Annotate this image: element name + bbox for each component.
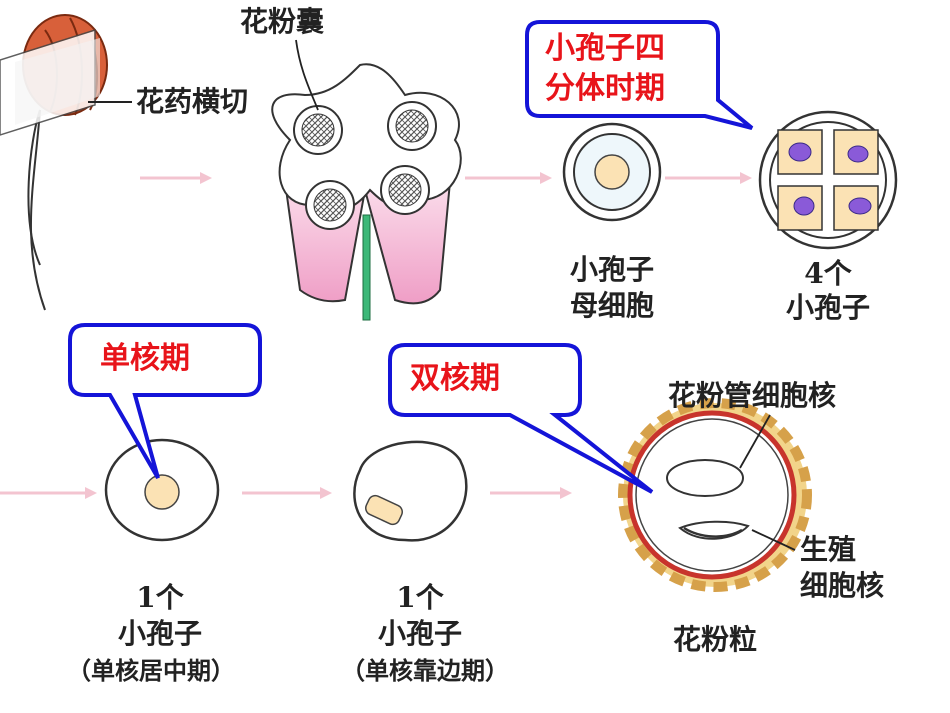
leader-line bbox=[739, 414, 771, 469]
callout-tetrad-text-line2: 分体时期 bbox=[545, 71, 665, 106]
flower-bud-icon bbox=[0, 14, 132, 311]
flow-arrows bbox=[0, 172, 752, 499]
pollen-grain bbox=[618, 398, 812, 592]
callout-binucleate-stage bbox=[388, 343, 654, 494]
stage-central-label-line1: 1个 bbox=[136, 581, 184, 614]
stage-side-label-line2: 小孢子 bbox=[377, 617, 462, 650]
four-microspores-label-line2: 小孢子 bbox=[785, 291, 870, 324]
leader-line bbox=[751, 529, 796, 551]
callout-uninucleate-stage bbox=[68, 323, 262, 480]
microspore-mother-cell-label-line2: 母细胞 bbox=[569, 289, 654, 322]
generative-nucleus-label-line2: 细胞核 bbox=[800, 569, 885, 602]
anther-cross-section bbox=[271, 39, 462, 321]
pollen-tube-nucleus-label: 花粉管细胞核 bbox=[668, 379, 837, 412]
microspore-central-nucleus bbox=[104, 438, 220, 542]
generative-nucleus-label-line1: 生殖 bbox=[800, 533, 857, 566]
microspore-mother-cell bbox=[562, 122, 662, 222]
stage-side-label-line1: 1个 bbox=[396, 581, 444, 614]
pollen-grain-label: 花粉粒 bbox=[672, 623, 757, 656]
callout-tetrad-stage bbox=[525, 20, 754, 130]
callout-tetrad-text-line1: 小孢子四 bbox=[545, 31, 665, 66]
microspore-side-nucleus bbox=[353, 440, 468, 542]
anther-cross-section-label: 花药横切 bbox=[136, 85, 249, 118]
leader-line bbox=[295, 39, 319, 111]
callout-uninucleate-text: 单核期 bbox=[100, 341, 190, 376]
microspore-mother-cell-label-line1: 小孢子 bbox=[569, 253, 654, 286]
four-microspores-label-line1: 4个 bbox=[804, 257, 852, 290]
stage-central-label-line3: （单核居中期） bbox=[67, 656, 235, 685]
stage-central-label-line2: 小孢子 bbox=[117, 617, 202, 650]
tetrad-four-microspores bbox=[758, 110, 898, 250]
stage-side-label-line3: （单核靠边期） bbox=[341, 656, 509, 685]
callout-binucleate-text: 双核期 bbox=[410, 361, 500, 396]
pollen-sac-label: 花粉囊 bbox=[240, 5, 325, 38]
